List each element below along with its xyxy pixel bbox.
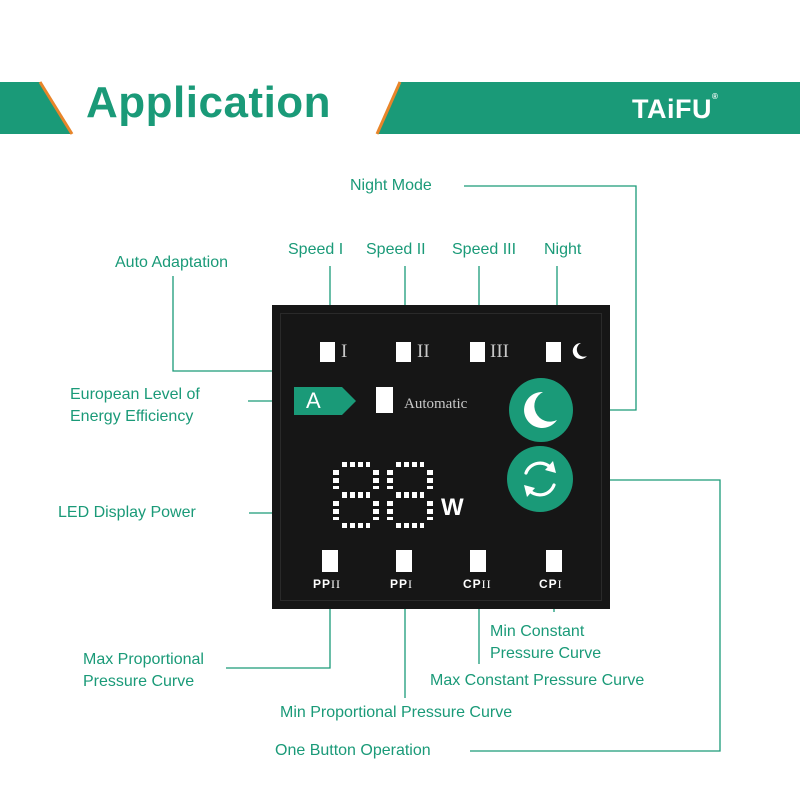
pp1-indicator — [396, 550, 412, 572]
label-european-line1: European Level of — [70, 386, 200, 403]
night-mode-button[interactable] — [509, 378, 573, 442]
cp1-label: CPI — [539, 577, 563, 591]
automatic-label: Automatic — [404, 396, 468, 412]
led-digit — [333, 462, 379, 528]
speed-3-indicator — [470, 342, 485, 362]
label-max-constant: Max Constant Pressure Curve — [430, 672, 645, 689]
speed-2-numeral: II — [417, 341, 430, 362]
pp2-label: PPII — [313, 577, 342, 591]
automatic-indicator — [376, 387, 393, 413]
label-night: Night — [544, 241, 582, 258]
refresh-icon — [524, 461, 556, 497]
control-panel-frame — [280, 313, 602, 601]
cp2-label: CPII — [463, 577, 492, 591]
moon-icon — [572, 342, 587, 359]
label-min-constant-line2: Pressure Curve — [490, 645, 602, 662]
label-speed-3: Speed III — [452, 241, 517, 258]
led-digit — [387, 462, 433, 528]
label-max-proportional-line1: Max Proportional — [83, 651, 204, 668]
speed-1-numeral: I — [341, 341, 348, 362]
speed-2-indicator — [396, 342, 411, 362]
label-min-proportional: Min Proportional Pressure Curve — [280, 704, 513, 721]
brand-logo: TAiFU® — [632, 92, 719, 124]
pp2-indicator — [322, 550, 338, 572]
one-button-operation[interactable] — [507, 446, 573, 512]
page-title: Application — [86, 78, 332, 127]
label-european-line2: Energy Efficiency — [70, 408, 194, 425]
label-auto-adaptation: Auto Adaptation — [115, 254, 228, 271]
led-power-display — [333, 462, 433, 528]
label-led-power: LED Display Power — [58, 504, 196, 521]
cp2-indicator — [470, 550, 486, 572]
label-min-constant-line1: Min Constant — [490, 623, 585, 640]
speed-3-numeral: III — [490, 341, 509, 362]
label-speed-1: Speed I — [288, 241, 344, 258]
header-banner — [0, 81, 800, 135]
cp1-indicator — [546, 550, 562, 572]
energy-class-badge — [294, 387, 356, 415]
power-unit: W — [441, 494, 464, 521]
night-indicator — [546, 342, 561, 362]
pp1-label: PPI — [390, 577, 414, 591]
label-max-proportional-line2: Pressure Curve — [83, 673, 195, 690]
label-one-button: One Button Operation — [275, 742, 431, 759]
label-night-mode: Night Mode — [350, 177, 432, 194]
energy-class-letter: A — [306, 388, 321, 413]
label-speed-2: Speed II — [366, 241, 426, 258]
moon-icon — [524, 391, 557, 428]
speed-1-indicator — [320, 342, 335, 362]
